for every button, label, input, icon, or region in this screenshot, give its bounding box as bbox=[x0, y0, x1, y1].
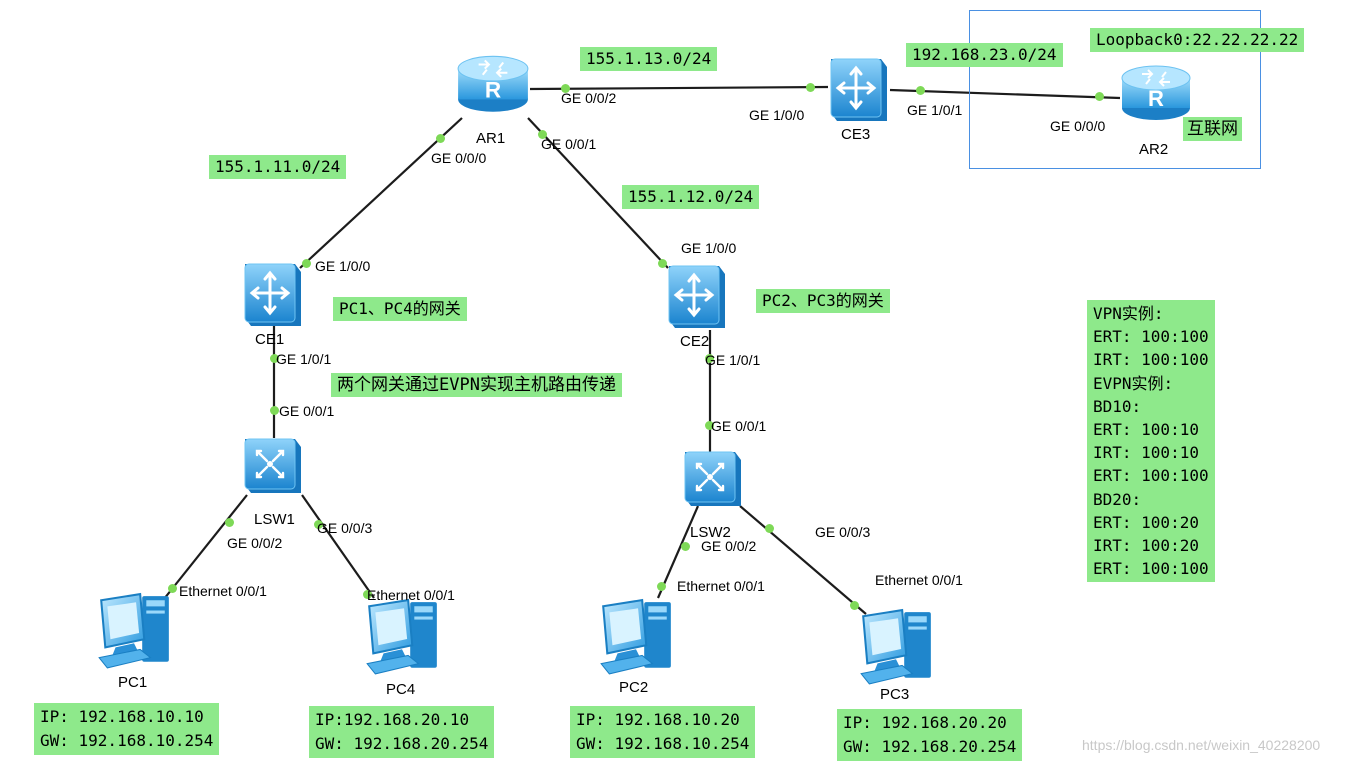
port-dot bbox=[225, 518, 234, 527]
link-ar1-ce1 bbox=[299, 117, 463, 269]
port-dot bbox=[1095, 92, 1104, 101]
port-label: GE 0/0/1 bbox=[711, 418, 767, 434]
port-dot bbox=[436, 134, 445, 143]
router-icon[interactable] bbox=[454, 52, 532, 114]
port-label: Ethernet 0/0/1 bbox=[875, 572, 963, 588]
port-dot bbox=[538, 130, 547, 139]
device-name-ce1: CE1 bbox=[255, 331, 285, 348]
subnet-label-ar1-ce3: 155.1.13.0/24 bbox=[580, 47, 718, 71]
link-ar1-ce2 bbox=[527, 117, 669, 269]
link-lsw2-pc3 bbox=[739, 505, 867, 615]
port-label: GE 0/0/3 bbox=[317, 520, 373, 536]
port-label: GE 0/0/0 bbox=[1050, 118, 1106, 134]
port-dot bbox=[681, 542, 690, 551]
port-label: GE 1/0/0 bbox=[749, 107, 805, 123]
host-info-pc2: IP: 192.168.10.20 GW: 192.168.10.254 bbox=[570, 706, 756, 758]
port-dot bbox=[270, 406, 279, 415]
port-label: GE 1/0/0 bbox=[681, 240, 737, 256]
link-lsw1-pc4 bbox=[301, 494, 375, 599]
port-label: GE 0/0/3 bbox=[815, 524, 871, 540]
port-label: GE 0/0/0 bbox=[431, 150, 487, 166]
internet-label: 互联网 bbox=[1183, 117, 1242, 141]
port-label: GE 1/0/0 bbox=[315, 258, 371, 274]
port-label: GE 0/0/1 bbox=[279, 403, 335, 419]
port-label: GE 1/0/1 bbox=[276, 351, 332, 367]
pc-icon[interactable] bbox=[594, 596, 678, 678]
subnet-label-ar1-ce2: 155.1.12.0/24 bbox=[622, 185, 760, 209]
port-label: GE 1/0/1 bbox=[705, 352, 761, 368]
port-label: Ethernet 0/0/1 bbox=[179, 583, 267, 599]
device-name-pc3: PC3 bbox=[880, 686, 910, 703]
pc-icon[interactable] bbox=[360, 596, 444, 678]
port-dot bbox=[916, 86, 925, 95]
port-dot bbox=[806, 83, 815, 92]
port-dot bbox=[657, 582, 666, 591]
device-name-lsw2: LSW2 bbox=[690, 524, 731, 541]
port-dot bbox=[705, 354, 714, 363]
port-dot bbox=[363, 590, 372, 599]
port-dot bbox=[658, 259, 667, 268]
port-dot bbox=[765, 524, 774, 533]
port-dot bbox=[705, 421, 714, 430]
core-switch-icon[interactable] bbox=[660, 262, 728, 332]
link-ar1-ce3 bbox=[529, 85, 829, 91]
device-name-lsw1: LSW1 bbox=[254, 511, 295, 528]
evpn-note: 两个网关通过EVPN实现主机路由传递 bbox=[331, 373, 622, 397]
pc-icon[interactable] bbox=[854, 606, 938, 688]
link-ce3-ar2 bbox=[889, 88, 1121, 100]
port-dot bbox=[270, 354, 279, 363]
gateway-note-pc1-pc4: PC1、PC4的网关 bbox=[333, 297, 467, 321]
access-switch-icon[interactable] bbox=[676, 448, 744, 510]
subnet-label-ar1-ce1: 155.1.11.0/24 bbox=[209, 155, 347, 179]
device-name-pc4: PC4 bbox=[386, 681, 416, 698]
pc-icon[interactable] bbox=[92, 590, 176, 672]
port-label: GE 0/0/2 bbox=[701, 538, 757, 554]
core-switch-icon[interactable] bbox=[822, 55, 890, 125]
port-dot bbox=[302, 259, 311, 268]
port-label: Ethernet 0/0/1 bbox=[677, 578, 765, 594]
host-info-pc1: IP: 192.168.10.10 GW: 192.168.10.254 bbox=[34, 703, 220, 755]
device-name-pc2: PC2 bbox=[619, 679, 649, 696]
host-info-pc3: IP: 192.168.20.20 GW: 192.168.20.254 bbox=[837, 709, 1023, 761]
device-name-ce3: CE3 bbox=[841, 126, 871, 143]
device-name-pc1: PC1 bbox=[118, 674, 148, 691]
port-dot bbox=[314, 520, 323, 529]
port-label: GE 0/0/2 bbox=[227, 535, 283, 551]
port-label: GE 0/0/2 bbox=[561, 90, 617, 106]
port-label: Ethernet 0/0/1 bbox=[367, 587, 455, 603]
router-icon[interactable] bbox=[1118, 62, 1194, 122]
port-label: GE 1/0/1 bbox=[907, 102, 963, 118]
port-dot bbox=[168, 584, 177, 593]
port-dot bbox=[561, 84, 570, 93]
subnet-label-ce3-ar2: 192.168.23.0/24 bbox=[906, 43, 1063, 67]
internet-zone-frame bbox=[969, 10, 1261, 169]
access-switch-icon[interactable] bbox=[236, 435, 304, 497]
port-dot bbox=[850, 601, 859, 610]
host-info-pc4: IP:192.168.20.10 GW: 192.168.20.254 bbox=[309, 706, 495, 758]
instance-config-note: VPN实例: ERT: 100:100 IRT: 100:100 EVPN实例:… bbox=[1087, 300, 1215, 583]
core-switch-icon[interactable] bbox=[236, 260, 304, 330]
loopback-label: Loopback0:22.22.22.22 bbox=[1090, 28, 1305, 52]
gateway-note-pc2-pc3: PC2、PC3的网关 bbox=[756, 289, 890, 313]
device-name-ar2: AR2 bbox=[1139, 141, 1169, 158]
device-name-ce2: CE2 bbox=[680, 333, 710, 350]
port-label: GE 0/0/1 bbox=[541, 136, 597, 152]
watermark: https://blog.csdn.net/weixin_40228200 bbox=[1082, 737, 1321, 753]
device-name-ar1: AR1 bbox=[476, 130, 506, 147]
